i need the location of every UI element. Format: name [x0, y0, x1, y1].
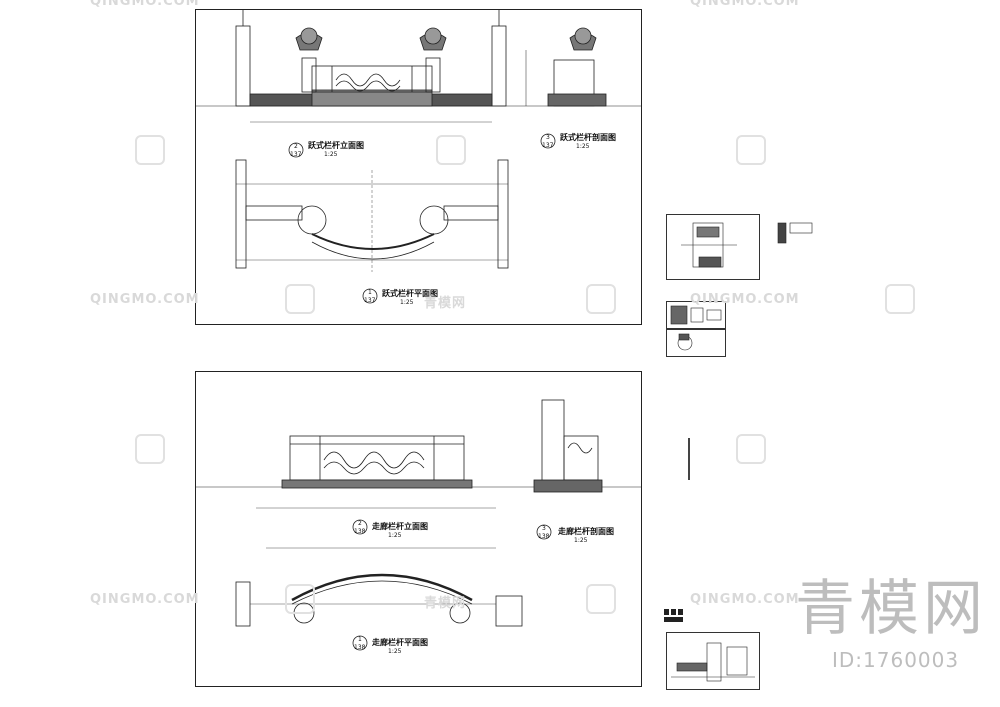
top-elevation-scale: 1:25: [324, 151, 338, 158]
watermark-cn-1: 青模网: [424, 296, 467, 311]
top-section-scale: 1:25: [576, 143, 590, 150]
bottom-sheet-linework: [196, 399, 641, 651]
top-plan-scale: 1:25: [400, 299, 414, 306]
top-bubble-c-sheet: 137: [364, 297, 376, 304]
bottom-bubble-a-sheet: 138: [354, 528, 366, 535]
watermark-cn-2: 青模网: [424, 596, 467, 611]
top-sheet-linework: [196, 10, 641, 304]
watermark-text-2: QINGMO.COM: [690, 292, 800, 307]
watermark-logo-icon-8: [885, 284, 915, 314]
bottom-plan-title: 走廊栏杆平面图: [372, 638, 428, 647]
thumbnail-vertical-line: [688, 438, 690, 480]
bottom-elevation-scale: 1:25: [388, 532, 402, 539]
bottom-section-scale: 1:25: [574, 537, 588, 544]
bottom-drawing-sheet: 走廊栏杆立面图 1:25 走廊栏杆剖面图 1:25 走廊栏杆平面图 1:25 2…: [195, 371, 642, 687]
top-bubble-b-sheet: 137: [542, 142, 554, 149]
watermark-logo-icon-7: [586, 284, 616, 314]
thumbnail-sheet-2: [776, 221, 814, 247]
thumbnail-bar-icon: [664, 608, 686, 622]
thumbnail-sheet-4: [666, 329, 726, 357]
watermark-logo-icon-4: [135, 434, 165, 464]
top-bubble-a-sheet: 137: [290, 151, 302, 158]
watermark-logo-icon-9: [285, 584, 315, 614]
document-id: ID:1760003: [832, 648, 960, 672]
watermark-logo-icon-10: [586, 584, 616, 614]
bottom-bubble-b-number: 3: [542, 525, 546, 532]
watermark-text-5: QINGMO.COM: [690, 0, 800, 9]
top-elevation-title: 跃式栏杆立面图: [308, 141, 364, 150]
bottom-plan-scale: 1:25: [388, 648, 402, 655]
watermark-logo-icon-5: [736, 434, 766, 464]
bottom-elevation-title: 走廊栏杆立面图: [372, 522, 428, 531]
top-bubble-c-number: 1: [368, 289, 372, 296]
watermark-logo-icon-1: [135, 135, 165, 165]
watermark-text-1: QINGMO.COM: [90, 292, 200, 307]
bottom-bubble-a-number: 2: [358, 520, 362, 527]
thumbnail-sheet-3: [666, 301, 726, 329]
top-bubble-b-number: 3: [546, 134, 550, 141]
bottom-bubble-c-number: 1: [358, 636, 362, 643]
brand-logo-text: 青模网: [795, 574, 987, 644]
watermark-text-3: QINGMO.COM: [90, 592, 200, 607]
thumbnail-sheet-1: [666, 214, 760, 280]
top-bubble-a-number: 2: [294, 143, 298, 150]
watermark-logo-icon-6: [285, 284, 315, 314]
bottom-bubble-b-sheet: 138: [538, 533, 550, 540]
watermark-text-4: QINGMO.COM: [690, 592, 800, 607]
top-section-title: 跃式栏杆剖面图: [560, 133, 616, 142]
watermark-text-6: QINGMO.COM: [90, 0, 200, 9]
bottom-section-title: 走廊栏杆剖面图: [558, 527, 614, 536]
top-plan-title: 跃式栏杆平面图: [382, 289, 438, 298]
bottom-bubble-c-sheet: 138: [354, 644, 366, 651]
thumbnail-sheet-5: [666, 632, 760, 690]
top-drawing-sheet: 跃式栏杆立面图 1:25 跃式栏杆剖面图 1:25 跃式栏杆平面图 1:25 2…: [195, 9, 642, 325]
watermark-logo-icon-2: [436, 135, 466, 165]
watermark-logo-icon-3: [736, 135, 766, 165]
